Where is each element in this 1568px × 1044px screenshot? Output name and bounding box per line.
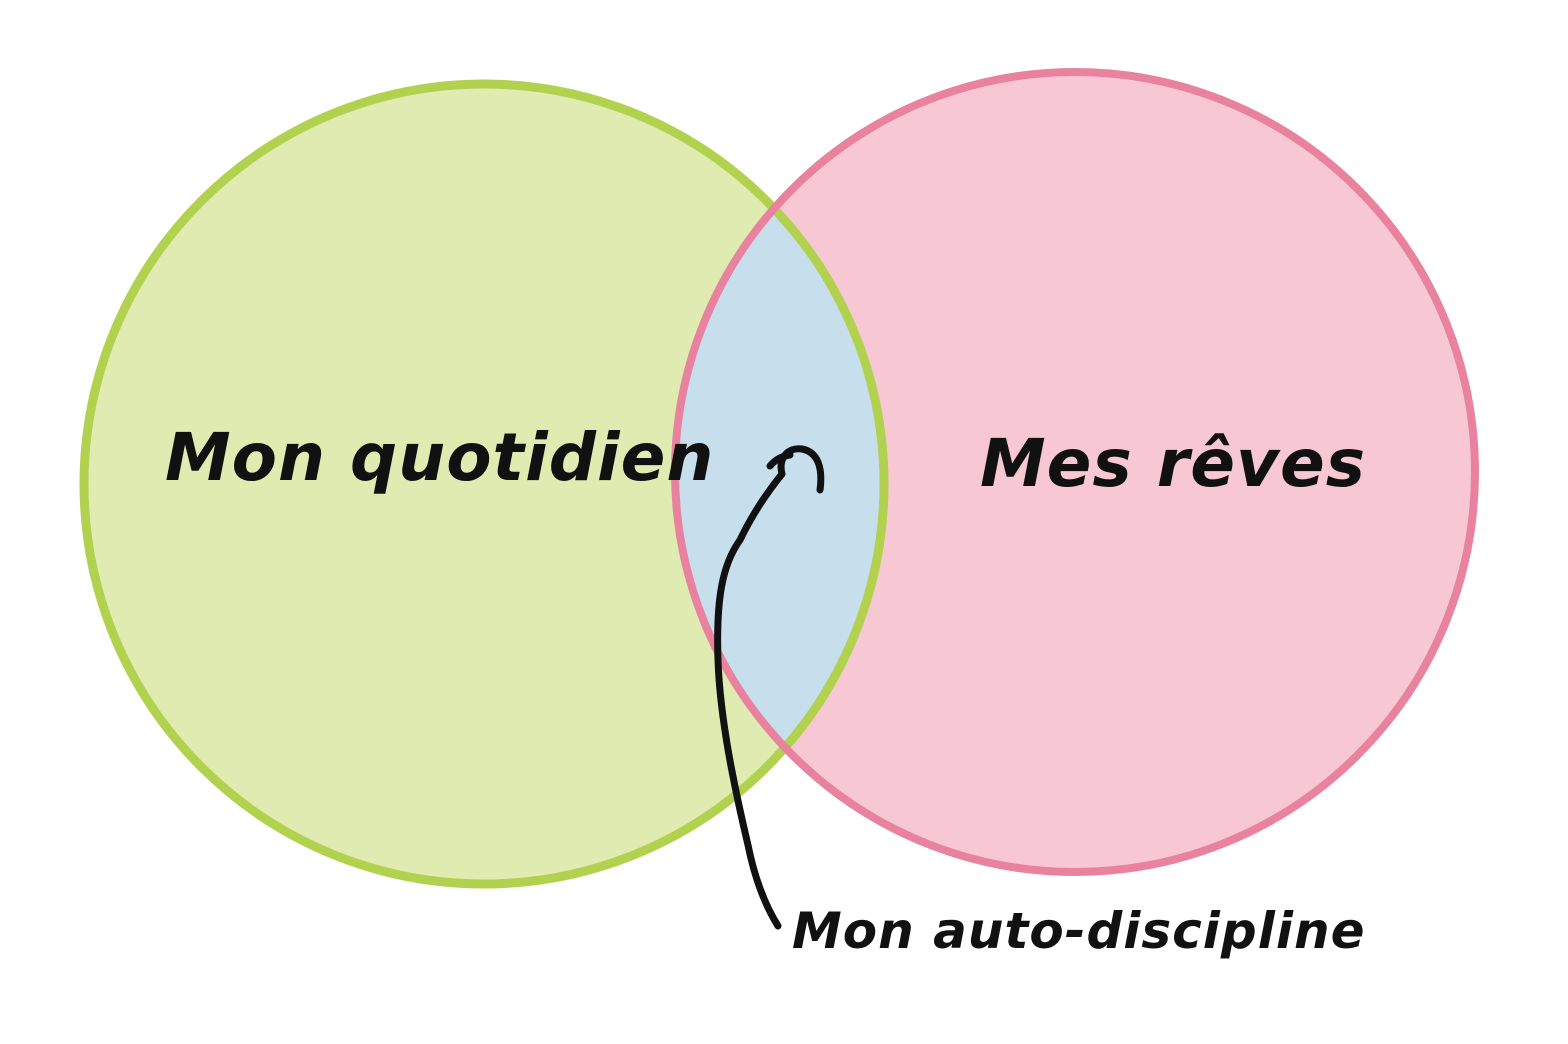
left-circle-outline bbox=[79, 79, 889, 889]
arrow-head-icon bbox=[766, 451, 794, 470]
pointer-arrow bbox=[714, 445, 825, 930]
left-circle-fill bbox=[84, 84, 884, 884]
right-set-label: Mes rêves bbox=[980, 425, 1366, 502]
intersection-label: Mon auto-discipline bbox=[792, 902, 1366, 960]
right-circle-outline bbox=[671, 68, 1479, 876]
left-set-label: Mon quotidien bbox=[165, 419, 714, 496]
right-circle-fill bbox=[675, 72, 1475, 872]
